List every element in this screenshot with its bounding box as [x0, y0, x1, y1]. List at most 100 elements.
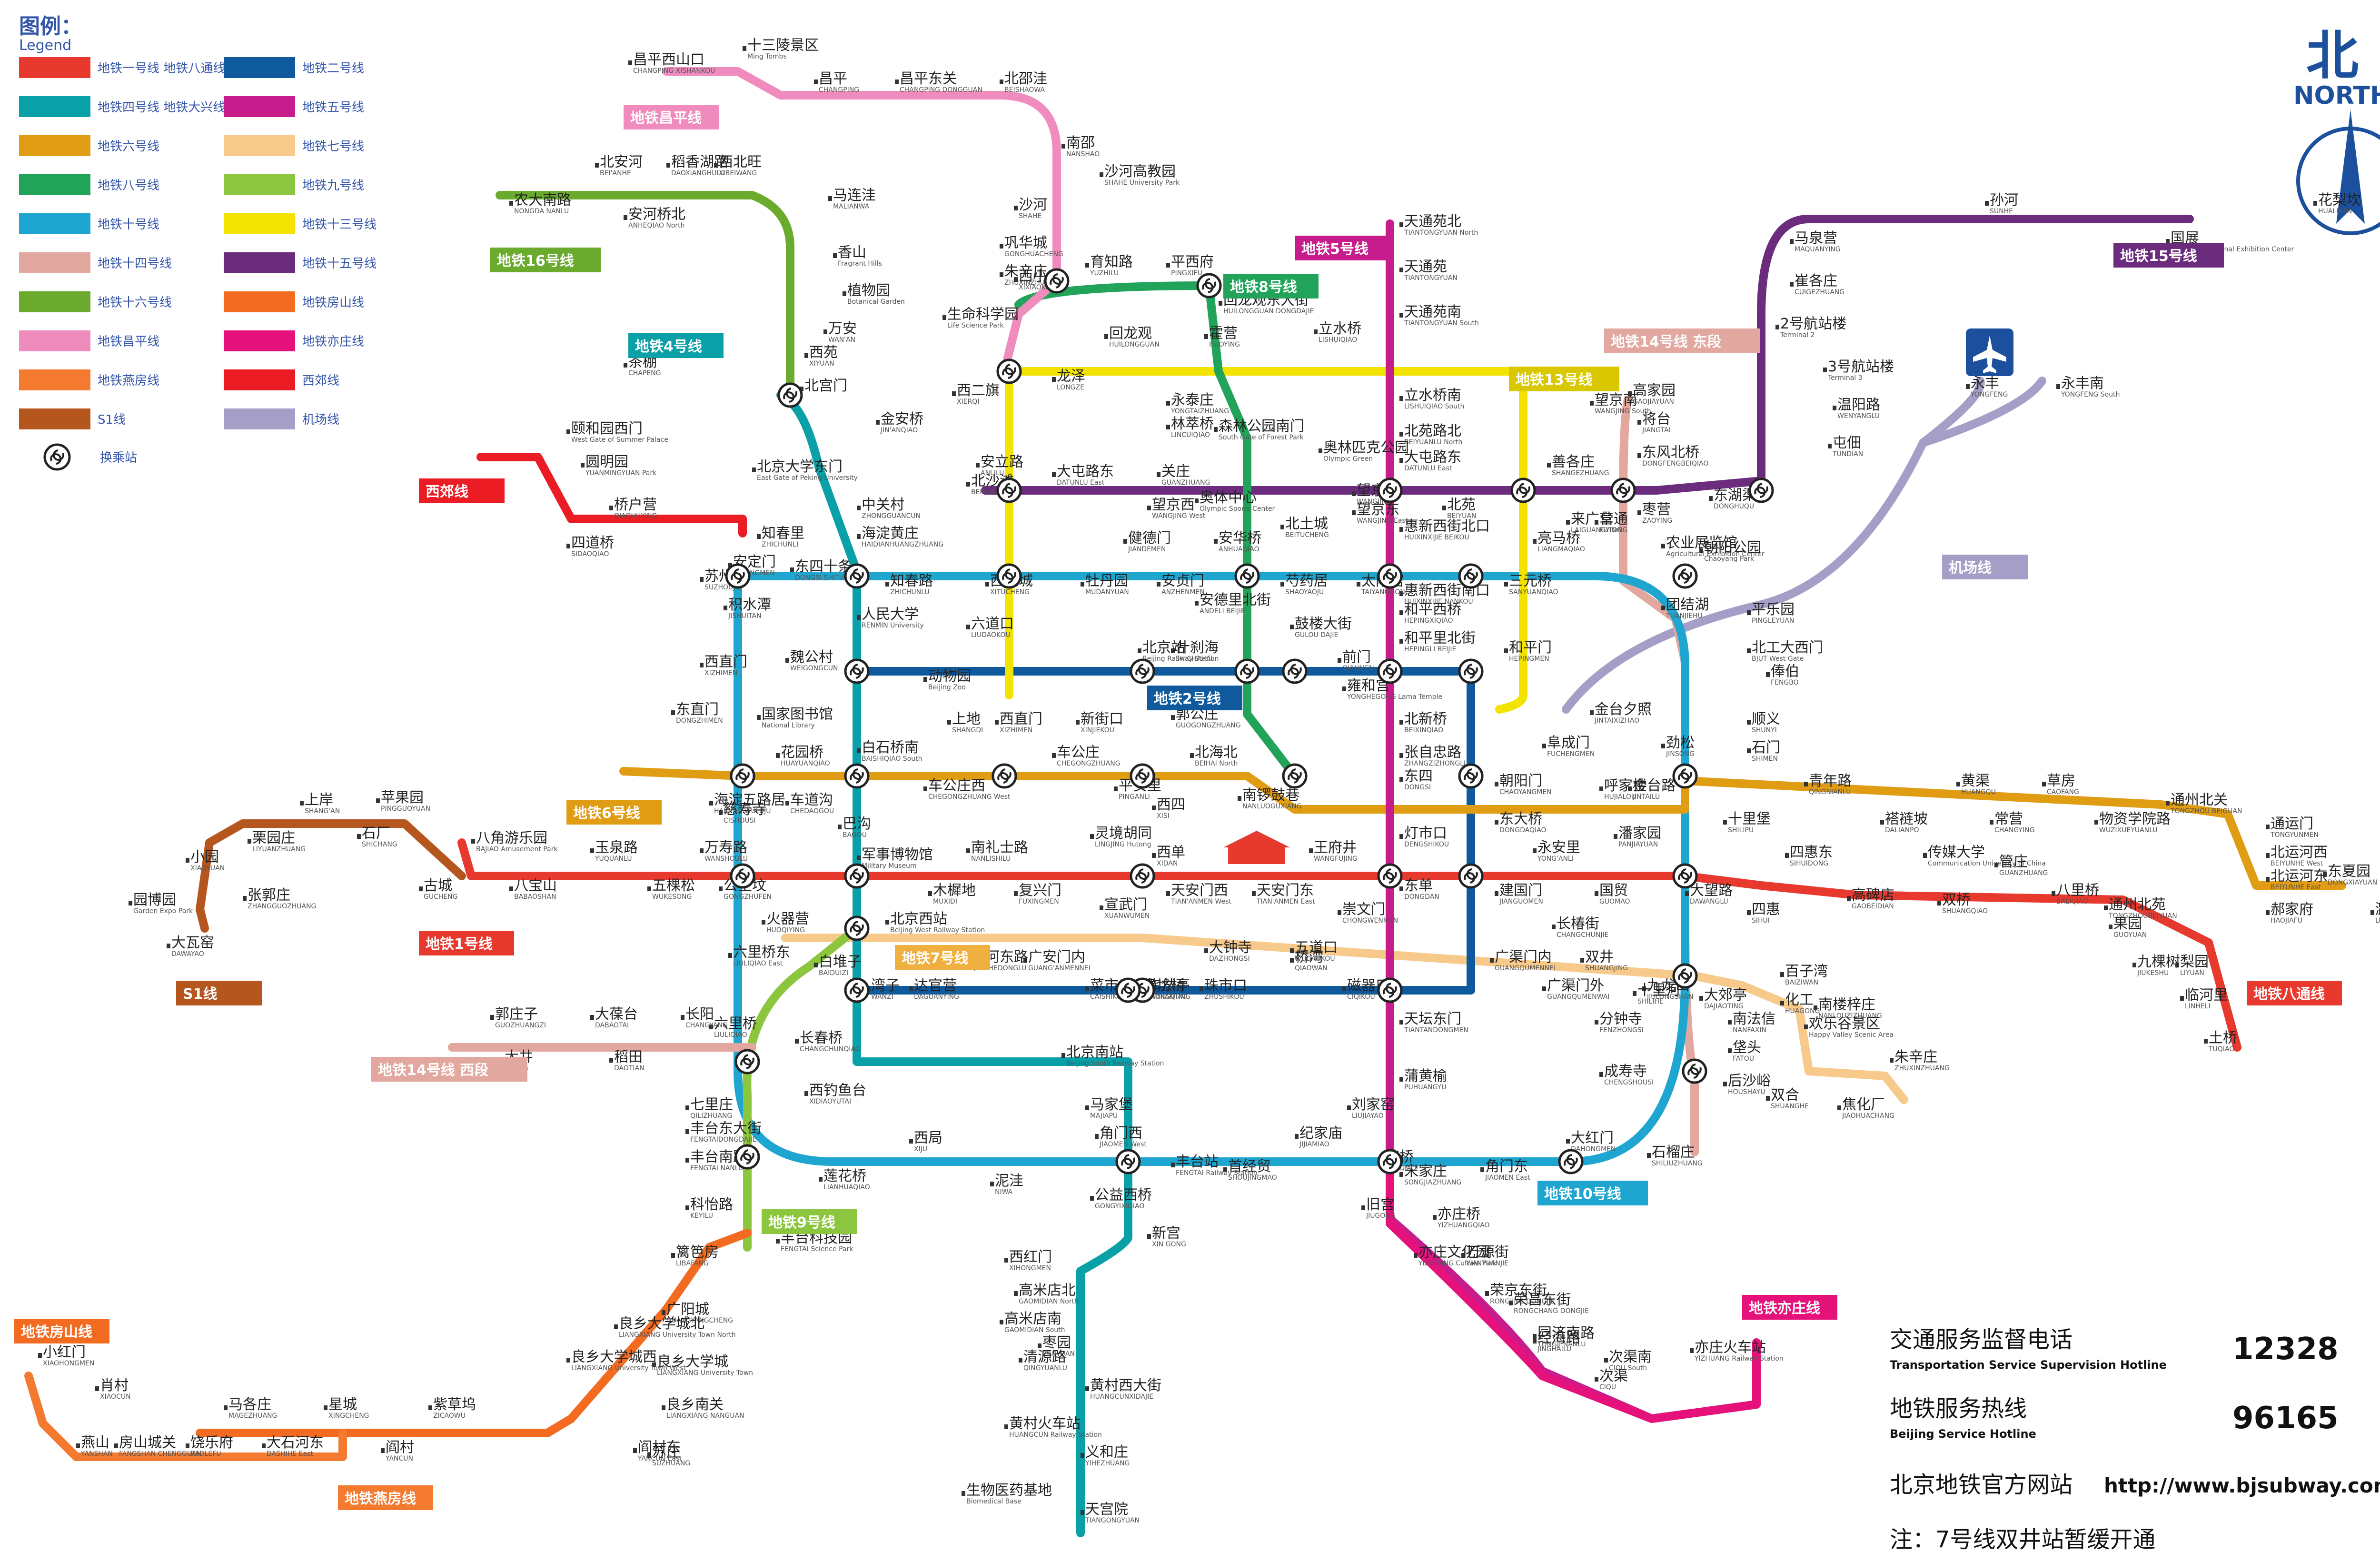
station[interactable]: 沙河SHAHE: [1014, 197, 1047, 220]
station[interactable]: 五道口WUDAOKOU: [1290, 939, 1338, 963]
station[interactable]: 六里桥LIULIQIAO: [709, 1015, 757, 1039]
station[interactable]: 管庄GUANZHUANG: [1994, 854, 2048, 877]
station[interactable]: 奥林匹克公园Olympic Green: [1319, 439, 1409, 463]
station[interactable]: 生命科学园Life Science Park: [942, 306, 1019, 329]
station[interactable]: 园博园Garden Expo Park: [129, 892, 193, 915]
station[interactable]: 屯佃TUNDIAN: [1828, 435, 1863, 458]
station[interactable]: 永安里YONG'ANLI: [1533, 839, 1580, 863]
station[interactable]: 望京东WANGJING East: [1352, 501, 1408, 525]
station[interactable]: 和平门HEPINGMEN: [1504, 639, 1552, 663]
station[interactable]: 草房CAOFANG: [2042, 773, 2079, 796]
station[interactable]: 白堆子BAIDUIZI: [814, 954, 862, 977]
station[interactable]: 宋家庄SONGJIAZHUANG: [1399, 1163, 1461, 1186]
station[interactable]: 石榴庄SHILIUZHUANG: [1647, 1144, 1703, 1167]
station[interactable]: 潘家园PANJIAYUAN: [1614, 825, 1661, 848]
station[interactable]: 南礼士路NANLISHILU: [966, 839, 1028, 863]
station[interactable]: 北京大学东门East Gate of Peking University: [752, 458, 858, 482]
station[interactable]: 次渠南CIQU South: [1604, 1349, 1652, 1372]
station[interactable]: 东四十条DONGSI SHITIAO: [790, 558, 852, 582]
station[interactable]: 旧宫JIUGONG: [1361, 1196, 1396, 1220]
station[interactable]: 东风北桥DONGFENGBEIQIAO: [1637, 444, 1708, 468]
station[interactable]: 车公庄CHEGONGZHUANG: [1052, 744, 1121, 767]
station[interactable]: 北工大西门BJUT West Gate: [1747, 639, 1823, 663]
station[interactable]: 欢乐谷景区Happy Valley Scenic Area: [1804, 1015, 1894, 1039]
station[interactable]: 万源街WANYUANJIE: [1461, 1244, 1509, 1267]
station[interactable]: 顺义SHUNYI: [1747, 711, 1780, 734]
station[interactable]: 西四XISI: [1152, 796, 1185, 820]
station[interactable]: 天安门东TIAN'ANMEN East: [1252, 882, 1315, 905]
station[interactable]: 桥户营QIAOHUYING: [609, 497, 657, 520]
station[interactable]: 苹果园PINGGUOYUAN: [376, 789, 430, 813]
station[interactable]: 天通苑北TIANTONGYUAN North: [1399, 213, 1478, 237]
station[interactable]: 长椿街CHANGCHUNJIE: [1552, 915, 1608, 939]
station[interactable]: 前门QIANMEN: [1338, 649, 1374, 672]
station[interactable]: 广安门内GUANG'ANMENNEI: [1023, 949, 1091, 972]
station[interactable]: 巴沟BAGOU: [838, 816, 871, 839]
station[interactable]: 新宫XIN GONG: [1147, 1225, 1186, 1248]
station[interactable]: 惠新西街北口HUIXINXIJIE BEIKOU: [1399, 518, 1490, 541]
station[interactable]: 黄渠HUANGQU: [1956, 773, 1996, 796]
station[interactable]: 植物园Botanical Garden: [843, 282, 905, 306]
station[interactable]: 双桥SHUANGQIAO: [1937, 892, 1988, 915]
station[interactable]: 金台夕照JINTAIXIZHAO: [1590, 701, 1652, 725]
station[interactable]: 马各庄MAGEZHUANG: [224, 1396, 277, 1420]
station[interactable]: 篱笆房LIBAFANG: [671, 1244, 719, 1267]
station[interactable]: 郭庄子GUOZHUANGZI: [490, 1006, 546, 1029]
station[interactable]: 新街口XINJIEKOU: [1076, 711, 1123, 734]
station[interactable]: 复兴门FUXINGMEN: [1014, 882, 1061, 905]
station[interactable]: 次渠CIQU: [1595, 1368, 1628, 1391]
station[interactable]: 天宫院TIANGONGYUAN: [1081, 1501, 1140, 1524]
station[interactable]: 百子湾BAIZIWAN: [1780, 963, 1828, 986]
station[interactable]: 天通苑TIANTONGYUAN: [1399, 259, 1458, 282]
station[interactable]: 崇文门CHONGWENMEN: [1338, 901, 1398, 925]
station[interactable]: 通运门TONGYUNMEN: [2266, 816, 2319, 839]
station[interactable]: 焦化厂JIAOHUACHANG: [1837, 1096, 1894, 1120]
station[interactable]: 南楼梓庄NANLOUZIZHUANG: [1814, 996, 1882, 1020]
station[interactable]: 张郭庄ZHANGGUOZHUANG: [243, 887, 316, 910]
station[interactable]: 中关村ZHONGGUANCUN: [857, 497, 921, 520]
station[interactable]: 朱辛庄ZHUXINZHUANG: [1890, 1049, 1950, 1072]
station[interactable]: 温阳路WENYANGLU: [1833, 397, 1880, 420]
station[interactable]: 双合SHUANGHE: [1766, 1087, 1809, 1110]
station[interactable]: 大屯路东DATUNLU East: [1052, 463, 1114, 487]
station[interactable]: 阎村东YANCUN East: [633, 1439, 682, 1463]
station[interactable]: 玉泉路YUQUANLU: [590, 839, 638, 863]
station[interactable]: 回龙观HUILONGGUAN: [1104, 325, 1160, 348]
station[interactable]: 栗园庄LIYUANZHUANG: [248, 830, 306, 853]
station[interactable]: 褡裢坡DALIANPO: [1880, 811, 1928, 834]
station[interactable]: 西红门XIHONGMEN: [1004, 1249, 1052, 1272]
station[interactable]: 稻田DAOTIAN: [609, 1049, 645, 1072]
station[interactable]: 清源路QINGYUANLU: [1019, 1349, 1067, 1372]
station[interactable]: 角门西JIAOMEN West: [1095, 1125, 1147, 1148]
station[interactable]: 湾子WANZI: [866, 977, 900, 1001]
station[interactable]: 关庄GUANZHUANG: [1157, 463, 1210, 487]
station[interactable]: 经海路JINGHAILU: [1533, 1330, 1580, 1353]
station[interactable]: 永泰庄YONGTAIZHUANG: [1166, 392, 1229, 415]
station[interactable]: 东单DONGDAN: [1399, 877, 1439, 901]
station[interactable]: 首经贸SHOUJINGMAO: [1223, 1158, 1277, 1182]
station[interactable]: 六道口LIUDAOKOU: [966, 616, 1014, 639]
station[interactable]: 北京南站Beijing South Railway Station: [1061, 1044, 1164, 1067]
station[interactable]: 枣园ZAOYUAN: [1038, 1334, 1075, 1358]
station[interactable]: 朝阳公园Chaoyang Park: [1699, 539, 1761, 563]
station[interactable]: 阜通FUTONG: [1595, 511, 1628, 534]
station[interactable]: 军事博物馆Military Museum: [857, 846, 933, 870]
station[interactable]: 亦庄桥YIZHUANGQIAO: [1433, 1206, 1489, 1229]
station[interactable]: 巩华城GONGHUACHENG: [1000, 235, 1063, 258]
station[interactable]: 安河桥北ANHEQIAO North: [624, 206, 685, 229]
station[interactable]: 五棵松WUKESONG: [647, 877, 695, 901]
station[interactable]: 北运河西BEIYUNHE West: [2266, 844, 2328, 867]
station[interactable]: 安立路ANLILU: [976, 454, 1023, 477]
station[interactable]: 阎村YANCUN: [381, 1439, 414, 1463]
station[interactable]: 化工HUAGONG: [1780, 992, 1820, 1015]
station[interactable]: 泥洼NIWA: [990, 1173, 1023, 1196]
station[interactable]: 古城GUCHENG: [419, 877, 458, 901]
station[interactable]: 西二旗XIERQI: [952, 382, 1000, 406]
station[interactable]: 北安河BEI'ANHE: [595, 154, 643, 177]
station[interactable]: 良乡大学城北LIANGXIANG University Town North: [614, 1315, 736, 1339]
station[interactable]: 阜成门FUCHENGMEN: [1542, 735, 1595, 758]
station[interactable]: 青年路QINGNIANLU: [1804, 773, 1852, 796]
station[interactable]: 西直门XIZHIMEN: [700, 654, 747, 677]
station[interactable]: 大瓦窑DAWAYAO: [167, 935, 214, 958]
station[interactable]: 什刹海SHICHAHAI: [1171, 639, 1219, 663]
